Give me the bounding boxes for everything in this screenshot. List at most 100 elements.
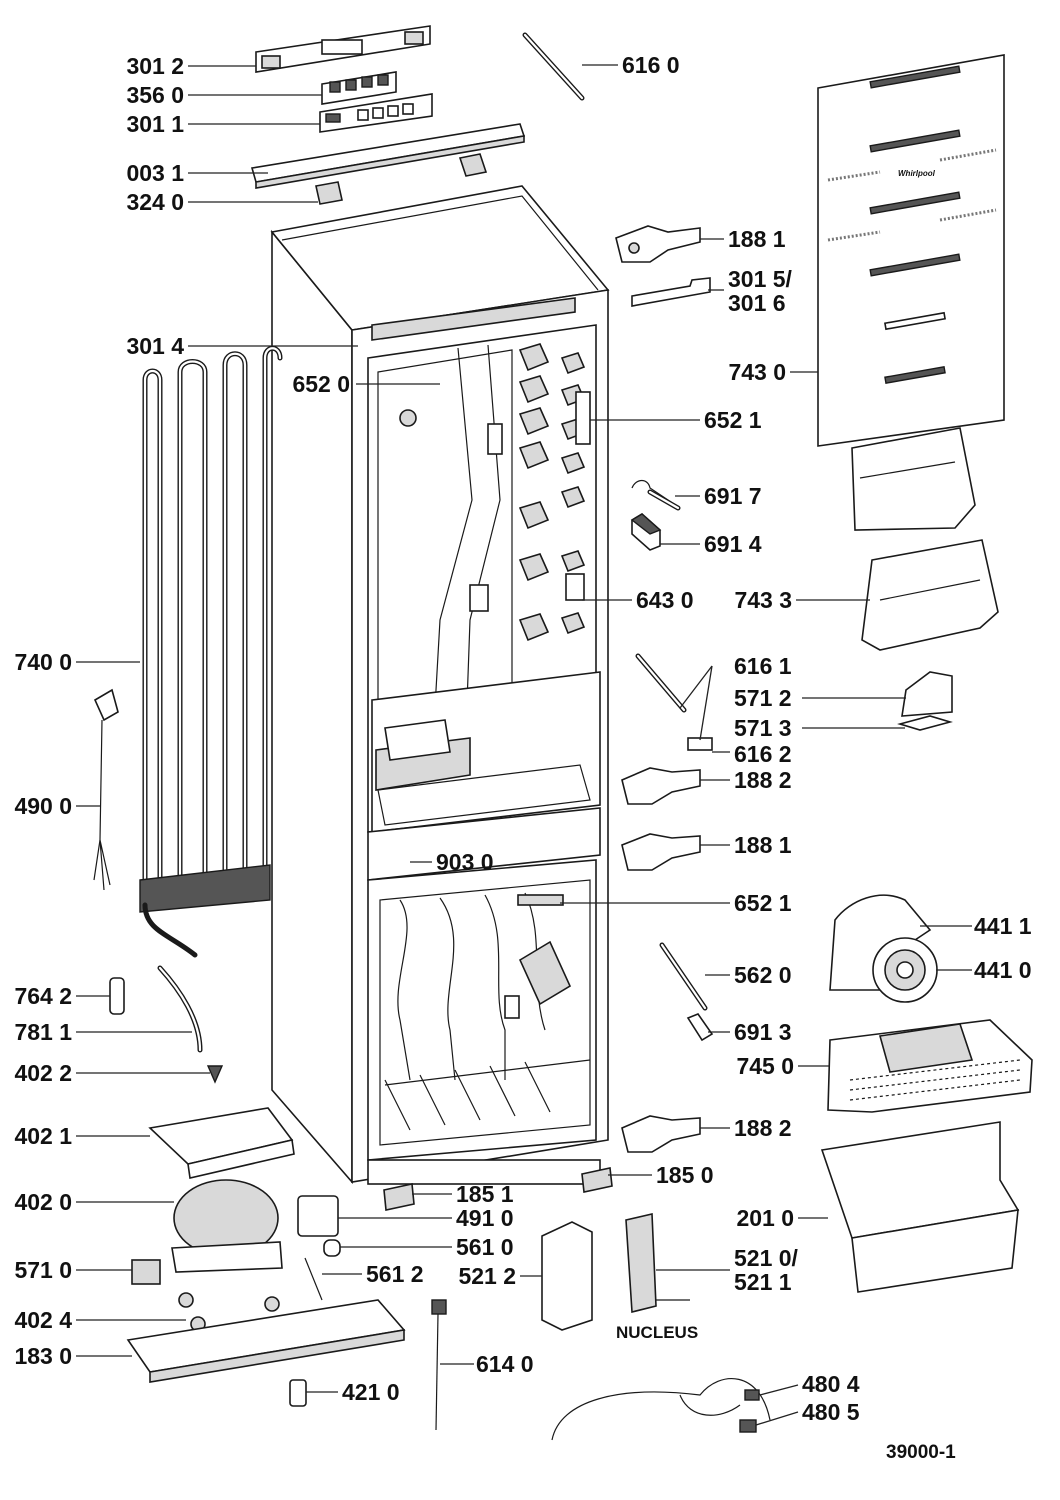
part-188-1-hinge-lower — [621, 833, 701, 871]
part-188-2-hinge-bottom — [621, 1115, 701, 1153]
label-743-0: 743 0 — [728, 359, 786, 385]
label-183-0: 183 0 — [14, 1343, 72, 1369]
label-764-2: 764 2 — [14, 983, 72, 1009]
part-185-1-bracket — [383, 1183, 415, 1211]
label-402-0: 402 0 — [14, 1189, 72, 1215]
label-781-1: 781 1 — [14, 1019, 72, 1045]
part-691-3-pin — [686, 1013, 714, 1042]
part-764-2-drier — [109, 977, 125, 1015]
condenser-coil — [139, 345, 283, 958]
part-441-0-fan — [872, 937, 938, 1003]
part-301-2-bracket — [255, 25, 431, 73]
label-188-2-mid: 188 2 — [734, 767, 792, 793]
label-188-1-top: 188 1 — [728, 226, 786, 252]
part-441-1-fan-shroud — [829, 894, 932, 991]
label-185-0: 185 0 — [656, 1162, 714, 1188]
part-614-0-cable — [431, 1299, 447, 1431]
label-571-2: 571 2 — [734, 685, 792, 711]
label-356-0: 356 0 — [126, 82, 184, 108]
door-brand-logo: Whirlpool — [898, 169, 936, 178]
label-561-0: 561 0 — [456, 1234, 514, 1260]
label-490-0: 490 0 — [14, 793, 72, 819]
part-480-wiring-harness — [551, 1377, 771, 1441]
part-185-0-bracket — [581, 1167, 613, 1193]
part-183-0-base-rail — [126, 1299, 406, 1383]
label-480-4: 480 4 — [802, 1371, 860, 1397]
part-571-3-gasket — [897, 715, 953, 731]
label-301-6: 301 6 — [728, 290, 786, 316]
label-188-1-lower: 188 1 — [734, 832, 792, 858]
fridge-cabinet — [270, 185, 610, 1185]
label-614-0: 614 0 — [476, 1351, 534, 1377]
label-616-0: 616 0 — [622, 52, 680, 78]
part-781-1-hose — [157, 965, 203, 1053]
part-521-2-box — [541, 1221, 593, 1331]
diagram-id: 39000-1 — [886, 1442, 956, 1463]
label-571-0: 571 0 — [14, 1257, 72, 1283]
label-441-1: 441 1 — [974, 913, 1032, 939]
part-003-1-rail — [250, 123, 526, 189]
part-743-3-door-bottom — [861, 539, 999, 651]
part-188-2-hinge-mid — [621, 767, 701, 805]
label-691-3: 691 3 — [734, 1019, 792, 1045]
part-561-0-capacitor — [323, 1239, 341, 1257]
label-691-4: 691 4 — [704, 531, 762, 557]
leader-lines — [76, 64, 972, 1426]
label-745-0: 745 0 — [736, 1053, 794, 1079]
label-201-0: 201 0 — [736, 1205, 794, 1231]
part-562-0-rod — [659, 942, 708, 1011]
label-324-0: 324 0 — [126, 189, 184, 215]
label-616-1: 616 1 — [734, 653, 792, 679]
part-301-1-control-panel — [319, 93, 433, 133]
part-561-2-pipe — [304, 1257, 323, 1301]
part-616-1-sensor-wire — [635, 653, 687, 713]
label-301-1: 301 1 — [126, 111, 184, 137]
part-571-0-relay — [131, 1259, 161, 1285]
part-356-0-board — [321, 71, 397, 105]
label-616-2: 616 2 — [734, 741, 792, 767]
part-421-0-bottle — [289, 1379, 307, 1407]
label-185-1: 185 1 — [456, 1181, 514, 1207]
part-616-0-rod — [522, 32, 585, 101]
label-301-2: 301 2 — [126, 53, 184, 79]
part-number-labels: 301 2 356 0 301 1 003 1 324 0 301 4 652 … — [14, 52, 1031, 1463]
door-shelf-supports — [518, 343, 586, 642]
label-652-0: 652 0 — [292, 371, 350, 397]
part-571-2-housing — [901, 671, 953, 717]
nucleus-label: NUCLEUS — [616, 1323, 698, 1342]
label-188-2-bottom: 188 2 — [734, 1115, 792, 1141]
part-402-2-grommet — [206, 1065, 224, 1084]
part-402-0-compressor — [171, 1179, 283, 1273]
label-652-1-top: 652 1 — [704, 407, 762, 433]
label-402-4: 402 4 — [14, 1307, 72, 1333]
label-521-0: 521 0/ — [734, 1245, 799, 1271]
label-562-0: 562 0 — [734, 962, 792, 988]
label-003-1: 003 1 — [126, 160, 184, 186]
part-490-0-power-cord — [93, 688, 119, 891]
part-521-0-board — [625, 1213, 690, 1314]
part-201-0-cover — [820, 1121, 1020, 1293]
label-743-3: 743 3 — [734, 587, 792, 613]
label-521-1: 521 1 — [734, 1269, 792, 1295]
label-740-0: 740 0 — [14, 649, 72, 675]
part-745-0-evaporator — [827, 1019, 1033, 1113]
label-491-0: 491 0 — [456, 1205, 514, 1231]
label-521-2: 521 2 — [458, 1263, 516, 1289]
label-421-0: 421 0 — [342, 1379, 400, 1405]
label-571-3: 571 3 — [734, 715, 792, 741]
part-402-1-tray — [148, 1107, 295, 1179]
label-643-0: 643 0 — [636, 587, 694, 613]
label-301-5: 301 5/ — [728, 266, 793, 292]
fridge-door: Whirlpool — [817, 54, 1005, 531]
label-441-0: 441 0 — [974, 957, 1032, 983]
part-188-1-hinge-top — [615, 225, 701, 263]
label-903-0: 903 0 — [436, 849, 494, 875]
part-691-7-spring — [631, 479, 681, 511]
label-561-2: 561 2 — [366, 1261, 424, 1287]
label-652-1-lower: 652 1 — [734, 890, 792, 916]
part-324-0-cover — [315, 181, 343, 205]
part-301-5-strip — [631, 277, 711, 307]
label-691-7: 691 7 — [704, 483, 762, 509]
label-301-4: 301 4 — [126, 333, 184, 359]
